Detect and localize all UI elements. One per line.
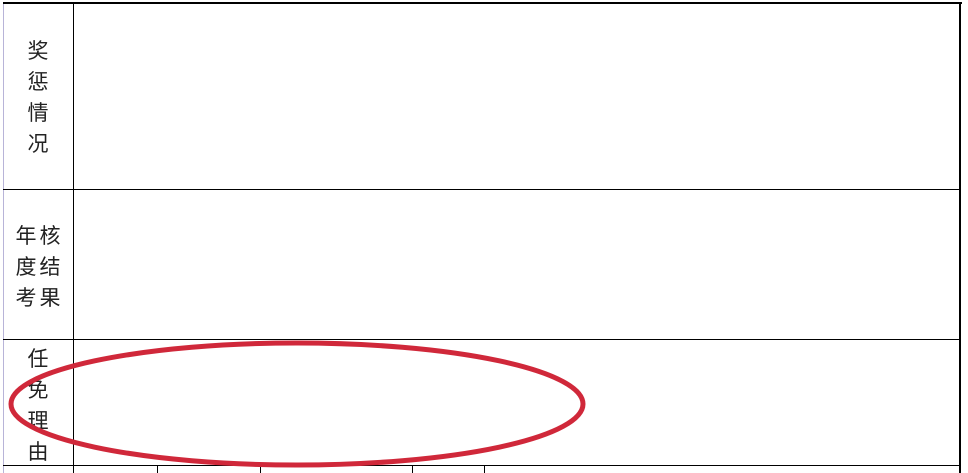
right-border bbox=[959, 2, 961, 473]
label-column-divider bbox=[73, 3, 74, 473]
label-char: 考 bbox=[15, 286, 37, 310]
label-char: 年 bbox=[15, 224, 37, 248]
label-char: 度 bbox=[15, 255, 37, 279]
left-edge-line bbox=[3, 3, 4, 473]
row-label-rewards-punishments: 奖惩情况 bbox=[27, 39, 49, 156]
next-row-divider bbox=[412, 465, 413, 473]
label-char: 核 bbox=[39, 224, 61, 248]
label-char: 果 bbox=[39, 286, 61, 310]
row-divider bbox=[3, 189, 961, 190]
next-row-divider bbox=[157, 465, 158, 473]
next-row-divider bbox=[484, 465, 485, 473]
next-row-divider bbox=[260, 465, 261, 473]
label-char: 结 bbox=[39, 255, 61, 279]
row-divider bbox=[3, 339, 961, 340]
row-divider bbox=[3, 465, 961, 466]
top-border bbox=[3, 2, 962, 4]
red-ellipse-annotation bbox=[8, 340, 586, 468]
